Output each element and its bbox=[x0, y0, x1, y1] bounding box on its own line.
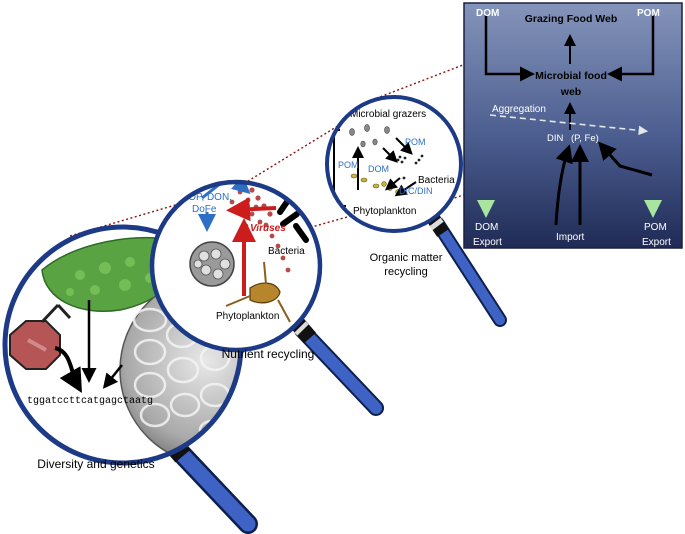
panel-dom-top-label: DOM bbox=[476, 8, 499, 19]
bacteria-dots bbox=[396, 154, 424, 180]
grazer-to-dom-arrow bbox=[382, 147, 398, 163]
dic-to-phyto-arrow bbox=[394, 181, 417, 197]
cocco-to-dna-arrow bbox=[102, 364, 123, 389]
diversity-genetics-caption: Diversity and genetics bbox=[37, 457, 154, 471]
food-web-panel: DOM POM Grazing Food Web Microbial food … bbox=[463, 2, 683, 249]
panel-export-right-label: Export bbox=[642, 237, 671, 248]
panel-background bbox=[463, 2, 683, 249]
small-phytoplankton-label: Phytoplankton bbox=[353, 206, 416, 217]
aggregation-arrow bbox=[489, 114, 649, 136]
organic-matter-caption-line2: recycling bbox=[384, 266, 427, 278]
panel-pom-top-label: POM bbox=[637, 8, 660, 19]
medium-phytoplankton-label: Phytoplankton bbox=[216, 311, 279, 322]
dna-sequence: tggatccttcatgagctaatg bbox=[27, 396, 153, 407]
small-lens-rim bbox=[325, 95, 463, 233]
small-pom-right-label: POM bbox=[405, 137, 426, 147]
dom-bracket-arrow bbox=[484, 15, 535, 82]
viruses-label: Viruses bbox=[250, 223, 286, 234]
medium-lens: DOP, DON, DoFe Viruses Bacteria Phytopla… bbox=[149, 179, 323, 353]
grazing-food-web-label: Grazing Food Web bbox=[525, 13, 618, 25]
grazer-organisms bbox=[349, 124, 390, 148]
connector-line bbox=[239, 96, 386, 187]
small-lens-handle bbox=[427, 214, 507, 327]
dop-don-label: DOP, DON, bbox=[181, 192, 232, 203]
virus-octagon-image bbox=[9, 303, 72, 370]
aggregation-label: Aggregation bbox=[492, 104, 546, 115]
panel-pfe-label: (P, Fe) bbox=[571, 133, 599, 144]
panel-import-label: Import bbox=[556, 232, 585, 243]
microbial-food-web-label: Microbial food bbox=[535, 70, 607, 82]
small-bacteria-label: Bacteria bbox=[418, 175, 455, 186]
panel-pom-bottom-label: POM bbox=[644, 222, 667, 233]
medium-bacteria-label: Bacteria bbox=[268, 246, 305, 257]
panel-din-label: DIN bbox=[547, 133, 564, 144]
virus-to-dna-arrow bbox=[54, 346, 82, 393]
pom-remineralization-arrow bbox=[597, 141, 653, 177]
small-dom-label: DOM bbox=[368, 164, 389, 174]
dofe-label: DoFe bbox=[192, 204, 217, 215]
virus-particle-image bbox=[189, 241, 235, 287]
medium-lens-handle bbox=[290, 317, 384, 416]
panel-export-left-label: Export bbox=[473, 237, 502, 248]
bacteria-to-phyto-arrow bbox=[384, 177, 401, 191]
nutrient-recycling-caption: Nutrient recycling bbox=[222, 347, 315, 361]
small-pom-left-label: POM bbox=[338, 160, 359, 170]
organic-matter-caption-line1: Organic matter bbox=[370, 252, 443, 264]
phytoplankton-image bbox=[225, 261, 291, 323]
import-arrow bbox=[554, 144, 573, 226]
pom-bracket-arrow bbox=[607, 15, 655, 82]
microbial-food-web-label-line2: web bbox=[560, 86, 581, 98]
panel-dom-bottom-label: DOM bbox=[475, 222, 498, 233]
bacteria-to-dop-arrow bbox=[226, 197, 277, 222]
dic-din-label: DIC/DIN bbox=[399, 186, 433, 196]
dop-recycling-arrow bbox=[201, 182, 251, 200]
pom-to-bacteria-arrow bbox=[395, 137, 413, 155]
microbial-grazers-label: Microbial grazers bbox=[350, 109, 426, 120]
small-lens: Microbial grazers DIN POM POM DOM Bacter… bbox=[325, 95, 463, 233]
medium-lens-rim bbox=[149, 179, 323, 353]
